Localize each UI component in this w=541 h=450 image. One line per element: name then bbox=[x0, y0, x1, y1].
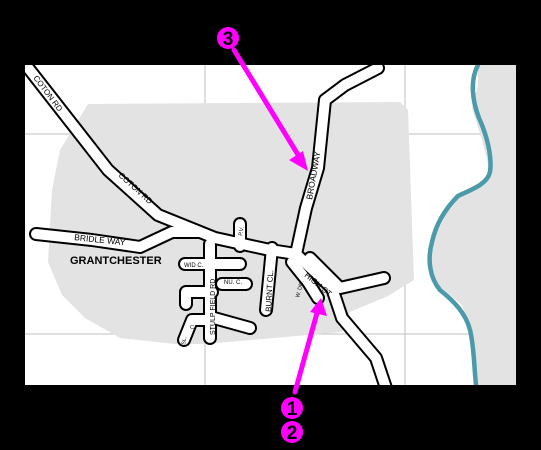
marker-1-circle bbox=[281, 397, 303, 419]
label-pv: P.V. bbox=[238, 226, 246, 237]
marker-3-label: 3 bbox=[223, 29, 234, 50]
arrow-3-head bbox=[289, 151, 308, 171]
marker-1-label: 1 bbox=[287, 399, 298, 420]
marker-2-circle bbox=[281, 421, 303, 443]
label-wid-c: WID C. bbox=[184, 263, 204, 269]
marker-2[interactable]: 2 bbox=[281, 421, 303, 444]
marker-2-label: 2 bbox=[287, 423, 298, 444]
roads-fill bbox=[25, 65, 391, 385]
label-sl: SL. bbox=[181, 336, 188, 346]
label-c: C bbox=[190, 325, 194, 331]
river bbox=[427, 65, 493, 385]
label-w-dr: W. DR. bbox=[295, 280, 305, 299]
arrow-1-head bbox=[310, 298, 327, 316]
marker-1[interactable]: 1 bbox=[281, 397, 303, 420]
label-burnt-cl: BURNT CL. bbox=[264, 270, 275, 313]
marker-3-circle bbox=[217, 27, 239, 49]
river-floodplain bbox=[430, 65, 516, 385]
label-nu-c: NU. C. bbox=[224, 280, 242, 286]
arrow-1 bbox=[292, 310, 320, 395]
marker-arrows bbox=[231, 47, 327, 395]
arrow-3 bbox=[231, 47, 303, 161]
built-up-area bbox=[48, 102, 414, 344]
label-stulp-field-rd: STULP FIELD RD bbox=[210, 279, 217, 335]
place-label-grantchester: GRANTCHESTER bbox=[70, 255, 162, 267]
marker-3[interactable]: 3 bbox=[217, 27, 239, 50]
